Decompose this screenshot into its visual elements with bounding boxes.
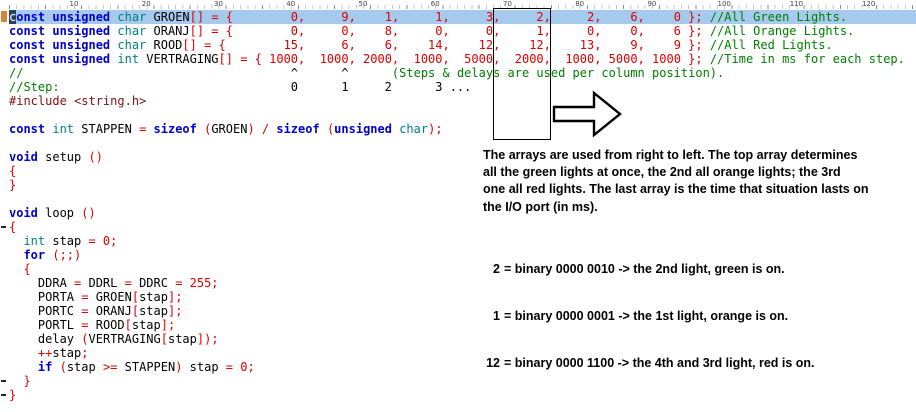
binary-value: 2: [493, 262, 500, 277]
column-ruler: 10 20 30 40 50 60 70 80 90 100 110 120: [0, 0, 916, 10]
code-line[interactable]: void loop (): [9, 206, 96, 220]
code-line[interactable]: const int STAPPEN = sizeof (GROEN) / siz…: [9, 122, 443, 136]
ruler-number: 90: [647, 0, 657, 8]
code-editor[interactable]: const unsigned char GROEN[] = { 0, 9, 1,…: [0, 10, 916, 402]
ruler-number: 10: [69, 0, 79, 8]
annotation-line: The arrays are used from right to left. …: [483, 148, 858, 162]
code-line[interactable]: PORTL = ROOD[stap];: [37, 318, 176, 332]
binary-value: 1: [493, 308, 500, 323]
code-line[interactable]: {: [9, 220, 17, 234]
binary-text: = binary 0000 1100 -> the 4th and 3rd li…: [504, 355, 815, 370]
code-line[interactable]: ++stap;: [37, 346, 89, 360]
annotation-line: all the green lights at once, the 2nd al…: [483, 165, 841, 180]
annotation-line: the I/O port (in ms).: [483, 199, 598, 214]
ruler-number: 60: [430, 0, 440, 8]
code-line[interactable]: const unsigned int VERTRAGING[] = { 1000…: [9, 52, 905, 66]
ruler-number: 50: [358, 0, 368, 8]
ruler-ticks: [9, 5, 916, 9]
code-line[interactable]: [0, 108, 916, 122]
ruler-number: 40: [286, 0, 296, 8]
ruler-number: 30: [214, 0, 223, 8]
code-line[interactable]: #include <string.h>: [9, 94, 147, 108]
code-line[interactable]: const unsigned char ORANJ[] = { 0, 0, 8,…: [9, 24, 855, 38]
ruler-number: 120: [861, 0, 876, 8]
ruler-number: 110: [789, 0, 804, 8]
code-line[interactable]: }: [9, 388, 17, 402]
code-line[interactable]: for (;;): [23, 248, 82, 262]
binary-explanations: 2 = binary 0000 0010 -> the 2nd light, g…: [484, 231, 815, 403]
binary-explanation-line: 12 = binary 0000 1100 -> the 4th and 3rd…: [484, 355, 815, 372]
code-line[interactable]: DDRA = DDRL = DDRC = 255;: [37, 276, 219, 290]
code-line[interactable]: //Step: 0 1 2 3 ...: [9, 80, 472, 94]
code-line[interactable]: }: [23, 374, 31, 388]
code-line[interactable]: // ^ ^ (Steps & delays are used per colu…: [9, 66, 725, 80]
bookmark-marker: [1, 11, 7, 22]
code-line[interactable]: {: [9, 164, 17, 178]
column-highlight-rectangle: [493, 8, 551, 140]
binary-explanation-line: 1 = binary 0000 0001 -> the 1st light, o…: [484, 309, 815, 325]
code-line[interactable]: }: [9, 178, 17, 192]
code-line[interactable]: void setup (): [9, 150, 103, 164]
ruler-number: 80: [575, 0, 585, 8]
binary-text: = binary 0000 0010 -> the 2nd light, gre…: [504, 262, 785, 277]
code-line[interactable]: delay (VERTRAGING[stap]);: [37, 332, 219, 346]
editor-gutter: [0, 0, 9, 412]
code-line[interactable]: PORTA = GROEN[stap];: [37, 290, 183, 304]
binary-explanation-line: 2 = binary 0000 0010 -> the 2nd light, g…: [484, 262, 815, 278]
binary-text: = binary 0000 0001 -> the 1st light, ora…: [504, 308, 789, 323]
ruler-number: 70: [502, 0, 512, 8]
fold-marker[interactable]: [1, 380, 6, 382]
fold-marker[interactable]: [1, 226, 6, 228]
code-line[interactable]: if (stap >= STAPPEN) stap = 0;: [37, 360, 255, 374]
code-line[interactable]: int stap = 0;: [23, 234, 118, 248]
code-line[interactable]: const unsigned char ROOD[] = { 15, 6, 6,…: [9, 38, 833, 52]
code-line[interactable]: const unsigned char GROEN[] = { 0, 9, 1,…: [0, 10, 916, 24]
ruler-number: 20: [141, 0, 151, 8]
annotation-line: one all red lights. The last array is th…: [483, 182, 869, 197]
annotation-paragraph: The arrays are used from right to left. …: [483, 147, 915, 216]
code-line[interactable]: PORTC = ORANJ[stap];: [37, 304, 183, 318]
code-line[interactable]: {: [23, 262, 31, 276]
binary-value: 12: [486, 355, 500, 370]
ruler-number: 100: [717, 0, 731, 8]
fold-marker[interactable]: [1, 394, 6, 396]
right-arrow-icon: [552, 90, 622, 138]
